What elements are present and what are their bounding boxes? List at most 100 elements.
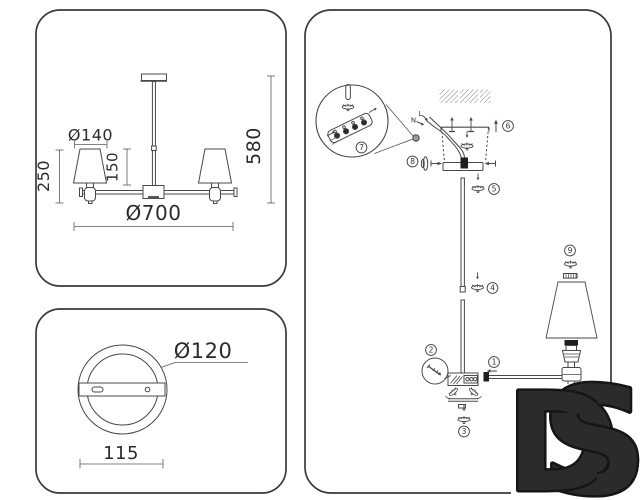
callout2-screw <box>427 365 441 376</box>
canopy-front <box>141 73 167 81</box>
callout7-wire-stubs <box>329 134 343 145</box>
mount-screw-left-icon <box>448 116 456 133</box>
dim-shade-diameter: Ø140 <box>68 126 113 145</box>
rod-lower <box>460 299 465 374</box>
svg-text:2: 2 <box>429 346 434 355</box>
logo-letter-d: D <box>506 365 619 500</box>
canopy-side-screw-left <box>437 161 442 166</box>
socket-body-left <box>84 187 96 202</box>
socket-nub-right <box>213 200 218 204</box>
lampshade-right <box>197 148 233 184</box>
mount-screw-right-icon <box>467 116 475 133</box>
socket-neck-right <box>211 182 219 188</box>
part-badge-3: 3 <box>458 425 470 438</box>
plate-diameter-leader <box>160 362 248 368</box>
part-badge-6: 6 <box>502 120 514 132</box>
wire-neutral-label: N <box>411 117 416 125</box>
svg-text:8: 8 <box>410 157 415 166</box>
rod-upper <box>460 177 465 287</box>
hub-wing-screw-right <box>467 386 480 399</box>
svg-text:1: 1 <box>492 358 497 367</box>
part-badge-9: 9 <box>564 244 576 257</box>
assembly-panel: L N 1 2 3 4 5 6 7 8 9 <box>304 9 612 494</box>
callout2-leader <box>444 375 452 379</box>
part5-wingnut-icon <box>471 184 485 193</box>
svg-text:5: 5 <box>492 185 497 194</box>
svg-text:6: 6 <box>506 122 511 131</box>
ceiling-plate-panel: Ø120 115 <box>35 308 287 494</box>
svg-text:9: 9 <box>568 246 573 255</box>
part-badge-4: 4 <box>486 282 499 294</box>
terminal-block <box>460 157 468 169</box>
dim-mount-width: 115 <box>103 443 139 464</box>
part-badge-7: 7 <box>355 141 368 154</box>
shade-ring <box>563 273 578 279</box>
dim-total-diameter: Ø700 <box>126 201 182 225</box>
socket-exploded <box>561 350 582 363</box>
hub-wing-screw-left <box>447 386 460 399</box>
logo-background <box>511 384 643 500</box>
part9-wingnut-icon <box>564 260 577 269</box>
callout7-screw <box>345 84 351 100</box>
hub-terminal <box>463 375 478 384</box>
bar-endcap-left <box>79 187 83 197</box>
part-badges: 1 2 3 4 5 6 7 8 9 <box>355 120 576 438</box>
assembly-panel-border <box>304 9 612 494</box>
front-view-panel: Ø140 250 150 Ø700 580 <box>34 9 287 287</box>
callout-circle-7 <box>315 84 389 158</box>
part4-wingnut-icon <box>471 283 484 292</box>
part-badge-2: 2 <box>425 344 437 356</box>
wire-live-curve <box>425 119 462 159</box>
plate-outer-circle <box>77 344 168 435</box>
bulb-base <box>565 345 577 351</box>
ceiling-plate-panel-border <box>35 308 287 494</box>
dim-plate-diameter: Ø120 <box>174 339 233 363</box>
dim-shade-drop: 150 <box>104 152 122 182</box>
canopy-wingnut-icon <box>460 142 474 151</box>
mount-bracket <box>78 382 166 397</box>
part-badge-8: 8 <box>406 155 419 168</box>
lampshade-exploded <box>545 281 598 339</box>
ceiling-hatch-2 <box>459 89 479 103</box>
canopy-side-screw-right <box>484 161 489 166</box>
assembly-drawing <box>315 84 598 424</box>
socket-nub-left <box>88 200 93 204</box>
ceiling-plate-dimensions <box>79 459 164 469</box>
part3-wingnut-icon <box>457 415 471 424</box>
wire-live-label: L <box>419 110 423 118</box>
socket-neck-left <box>86 182 94 188</box>
canopy-guide-left <box>441 127 445 163</box>
dim-fixture-height-side: 250 <box>34 160 53 192</box>
chandelier-front-drawing <box>72 73 238 204</box>
socket-body-right <box>209 187 221 202</box>
ceiling-hatch-3 <box>480 89 491 103</box>
hub-wires <box>450 375 463 385</box>
callout7-leader-bottom <box>374 138 414 154</box>
bulb-cap <box>564 340 578 346</box>
hub-mark-front <box>148 196 159 199</box>
callout-circle-2 <box>421 357 449 385</box>
front-view-panel-border <box>35 9 287 287</box>
svg-text:7: 7 <box>359 143 364 152</box>
hanging-rod-front <box>151 81 156 190</box>
bracket-slot <box>91 386 104 393</box>
center-hub-front <box>142 185 165 199</box>
cover-disk-side <box>422 156 429 171</box>
dim-total-height: 580 <box>243 127 265 165</box>
part-badge-5: 5 <box>488 183 500 195</box>
rod-joint-front <box>151 145 157 151</box>
logo-letter-s-back: S <box>541 356 643 500</box>
ds-logo: S D S <box>504 354 643 500</box>
lampshade-left <box>72 148 108 184</box>
wire-neutral-curve <box>429 116 465 158</box>
hub-nipple <box>458 404 466 409</box>
ceiling-hatch-1 <box>439 89 458 103</box>
front-view-dimensions <box>55 75 275 231</box>
callout7-target-ball <box>412 134 420 142</box>
svg-text:4: 4 <box>490 284 495 293</box>
rod-coupler <box>459 286 466 293</box>
svg-text:3: 3 <box>462 427 467 436</box>
bar-endcap-right <box>233 187 238 197</box>
